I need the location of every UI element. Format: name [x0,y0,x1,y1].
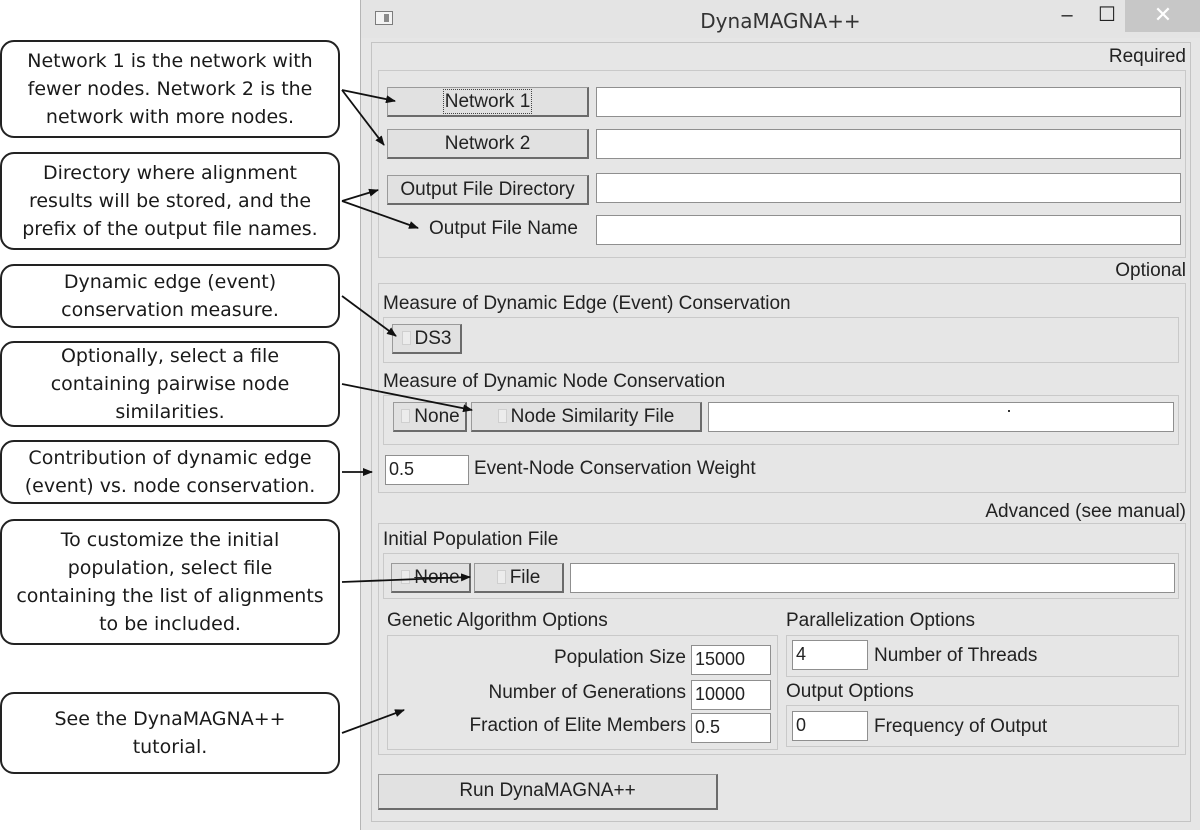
population-size-field[interactable]: 15000 [691,645,771,675]
close-icon[interactable]: ✕ [1125,0,1200,32]
node-similarity-field[interactable] [708,402,1174,432]
ds3-checkbox-icon [401,331,411,345]
network2-button-label: Network 2 [444,133,531,154]
edge-measure-box [383,317,1179,363]
title-bar: DynaMAGNA++ – ☐ ✕ [361,0,1200,38]
node-measure-heading: Measure of Dynamic Node Conservation [383,371,726,392]
network2-field[interactable] [596,129,1181,159]
weight-label: Event-Node Conservation Weight [474,458,756,479]
field-cursor-dot [1008,410,1010,412]
threads-field[interactable]: 4 [792,640,868,670]
none-checkbox-icon [401,409,411,423]
initial-population-heading: Initial Population File [383,529,559,550]
app-window: DynaMAGNA++ – ☐ ✕ Required Network 1 Net… [360,0,1200,830]
threads-label: Number of Threads [874,645,1038,666]
network1-button-label: Network 1 [442,89,533,114]
output-name-field[interactable] [596,215,1181,245]
weight-field[interactable]: 0.5 [385,455,469,485]
advanced-group [378,523,1186,755]
window-title: DynaMAGNA++ [700,9,861,33]
output-directory-field[interactable] [596,173,1181,203]
elite-fraction-label: Fraction of Elite Members [469,715,686,736]
network1-field[interactable] [596,87,1181,117]
node-measure-box [383,395,1179,445]
network2-button[interactable]: Network 2 [387,129,589,159]
edge-measure-heading: Measure of Dynamic Edge (Event) Conserva… [383,293,791,314]
annotation-initial-population: To customize the initial population, sel… [0,519,340,645]
required-section-label: Required [1108,46,1186,67]
generations-label: Number of Generations [488,682,687,703]
optional-section-label: Optional [1115,260,1186,281]
output-name-label: Output File Name [429,218,578,239]
annotation-node-similarity: Optionally, select a file containing pai… [0,341,340,427]
output-options-box [786,705,1179,747]
parallelization-heading: Parallelization Options [786,610,976,631]
output-options-heading: Output Options [786,681,914,702]
elite-fraction-field[interactable]: 0.5 [691,713,771,743]
minimize-icon[interactable]: – [1061,4,1073,26]
required-group [378,70,1186,258]
none-population-label: None [414,567,460,588]
annotation-tutorial: See the DynaMAGNA++ tutorial. [0,692,340,774]
annotation-weight: Contribution of dynamic edge (event) vs.… [0,440,340,504]
population-file-checkbox-icon [496,570,506,584]
run-button-label: Run DynaMAGNA++ [459,780,636,801]
none-population-button[interactable]: None [391,563,471,593]
ga-options-heading: Genetic Algorithm Options [387,610,608,631]
run-button[interactable]: Run DynaMAGNA++ [378,774,718,810]
ds3-button[interactable]: DS3 [392,324,462,354]
node-similarity-checkbox-icon [497,409,507,423]
population-size-label: Population Size [553,647,686,668]
none-node-measure-button[interactable]: None [393,402,467,432]
annotation-output: Directory where alignment results will b… [0,152,340,250]
none-node-measure-label: None [414,406,460,427]
population-file-label: File [509,567,541,588]
output-directory-button-label: Output File Directory [400,179,575,200]
advanced-section-label: Advanced (see manual) [985,501,1186,522]
maximize-icon[interactable]: ☐ [1098,4,1116,26]
main-panel: Required Network 1 Network 2 Output File… [371,42,1191,822]
output-directory-button[interactable]: Output File Directory [387,175,589,205]
annotation-networks: Network 1 is the network with fewer node… [0,40,340,138]
output-frequency-label: Frequency of Output [874,716,1048,737]
parallelization-box [786,635,1179,677]
population-file-button[interactable]: File [474,563,564,593]
ds3-button-label: DS3 [414,328,452,349]
node-similarity-file-label: Node Similarity File [510,406,675,427]
population-file-field[interactable] [570,563,1175,593]
output-frequency-field[interactable]: 0 [792,711,868,741]
ga-options-box [387,635,778,750]
none-population-checkbox-icon [401,570,411,584]
generations-field[interactable]: 10000 [691,680,771,710]
network1-button[interactable]: Network 1 [387,87,589,117]
node-similarity-file-button[interactable]: Node Similarity File [471,402,702,432]
initial-population-box [383,553,1179,599]
annotation-edge-measure: Dynamic edge (event) conservation measur… [0,264,340,328]
app-icon [375,11,393,25]
